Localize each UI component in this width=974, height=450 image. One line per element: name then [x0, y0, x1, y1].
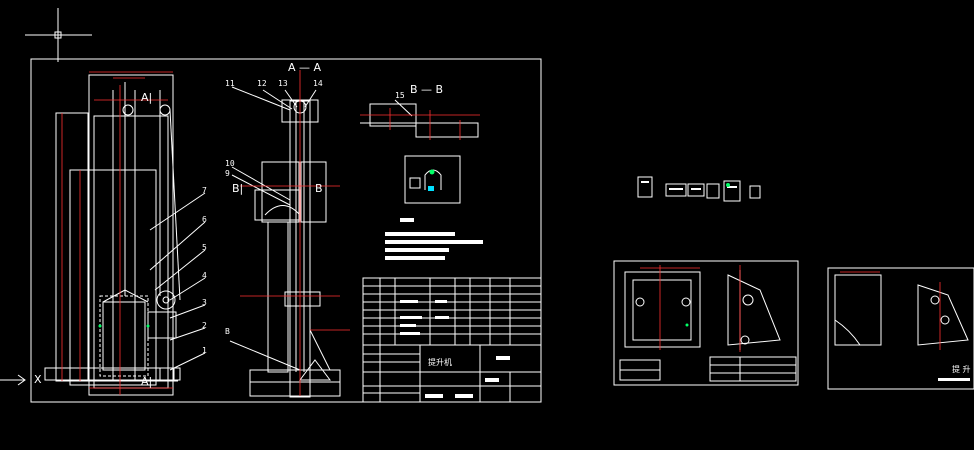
- technical-notes: [385, 218, 483, 260]
- side-view-aa[interactable]: [229, 86, 341, 398]
- section-marker-a-bottom: A|: [141, 375, 153, 388]
- ucs-icon: [0, 374, 26, 386]
- section-marker-b-right: B: [315, 182, 323, 195]
- part-number: 15: [395, 91, 405, 100]
- part-number: 6: [202, 215, 207, 224]
- section-label-bb: B — B: [410, 83, 444, 96]
- axis-x-label: X: [34, 373, 42, 386]
- sheet-3[interactable]: [827, 267, 974, 390]
- part-number: 13: [278, 79, 288, 88]
- section-marker-a-top: A|: [141, 91, 153, 104]
- part-number: 1: [202, 346, 207, 355]
- title-block[interactable]: [362, 277, 542, 403]
- part-number: 12: [257, 79, 267, 88]
- sheet-2[interactable]: [613, 260, 799, 386]
- front-view[interactable]: [44, 74, 206, 396]
- dimension-lines: [61, 70, 941, 396]
- part-number: 2: [202, 321, 207, 330]
- title-block-name: 提升机: [428, 358, 452, 367]
- part-number: 5: [202, 243, 207, 252]
- section-marker-b-bottom: B: [225, 327, 230, 336]
- section-marker-b-left: B|: [232, 182, 244, 195]
- part-number: 10: [225, 159, 235, 168]
- part-number: 11: [225, 79, 235, 88]
- part-number: 4: [202, 271, 207, 280]
- main-sheet-border[interactable]: [30, 58, 542, 403]
- section-label-aa: A — A: [288, 61, 322, 74]
- part-number: 14: [313, 79, 323, 88]
- cursor-crosshair: [25, 8, 92, 62]
- part-number: 7: [202, 186, 207, 195]
- part-number: 3: [202, 298, 207, 307]
- accent-marks: [98, 169, 730, 328]
- thumbnail-sheets[interactable]: [637, 176, 761, 202]
- sheet-3-label: 提 升: [952, 365, 971, 374]
- part-number: 9: [225, 169, 230, 178]
- detail-view[interactable]: [404, 155, 461, 204]
- section-bb[interactable]: [360, 99, 479, 138]
